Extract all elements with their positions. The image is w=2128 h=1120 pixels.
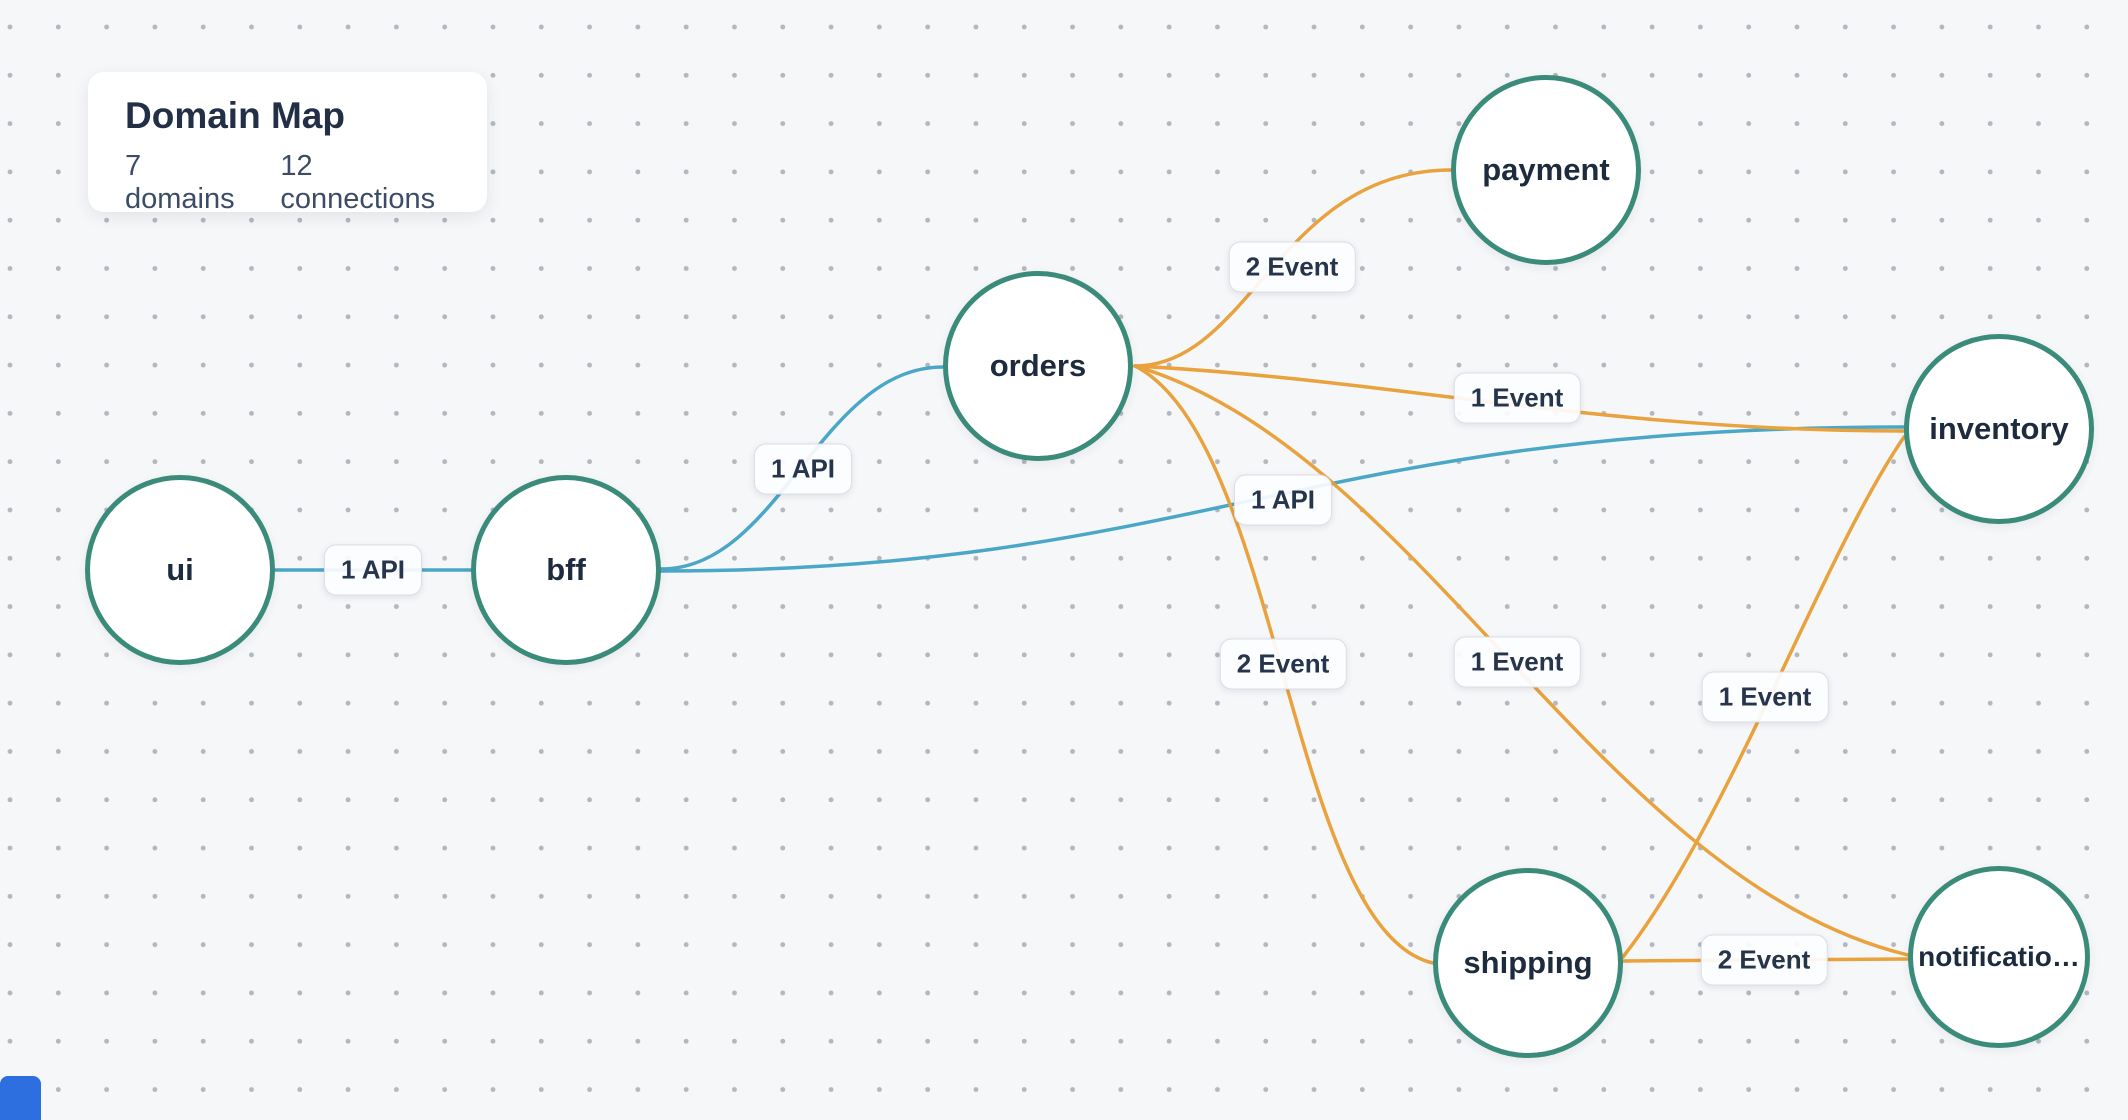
node-shipping[interactable]: shipping <box>1433 868 1623 1058</box>
edge-label-ui-bff[interactable]: 1 API <box>323 544 423 596</box>
node-orders[interactable]: orders <box>943 271 1133 461</box>
node-bff[interactable]: bff <box>471 475 661 665</box>
domain-map-info-panel: Domain Map 7 domains 12 connections <box>88 72 487 215</box>
node-shipping-label: shipping <box>1463 945 1593 980</box>
edge-label-bff-orders[interactable]: 1 API <box>753 443 853 495</box>
edge-label-shipping-notification[interactable]: 2 Event <box>1700 934 1828 986</box>
node-orders-label: orders <box>989 348 1087 383</box>
node-inventory-label: inventory <box>1929 411 2069 446</box>
node-inventory[interactable]: inventory <box>1904 334 2094 524</box>
edge-label-bff-inventory[interactable]: 1 API <box>1233 474 1333 526</box>
edge-label-orders-payment[interactable]: 2 Event <box>1228 241 1356 293</box>
bottom-left-widget[interactable] <box>0 1076 41 1120</box>
map-stats: 7 domains 12 connections <box>125 150 450 216</box>
domains-count: 7 domains <box>125 149 235 215</box>
edge-label-orders-notification[interactable]: 1 Event <box>1453 636 1581 688</box>
edge-label-orders-shipping[interactable]: 2 Event <box>1219 638 1347 690</box>
node-notification-label: notificatio… <box>1918 941 2080 972</box>
node-payment-label: payment <box>1482 152 1610 187</box>
node-bff-label: bff <box>546 552 586 587</box>
node-payment[interactable]: payment <box>1451 75 1641 265</box>
node-notification[interactable]: notificatio… <box>1908 866 2090 1048</box>
node-ui-label: ui <box>166 552 194 587</box>
page-title: Domain Map <box>125 95 345 136</box>
node-ui[interactable]: ui <box>85 475 275 665</box>
edge-label-inventory-shipping[interactable]: 1 Event <box>1701 671 1829 723</box>
edge-label-orders-inventory[interactable]: 1 Event <box>1453 372 1581 424</box>
connections-count: 12 connections <box>280 149 436 215</box>
